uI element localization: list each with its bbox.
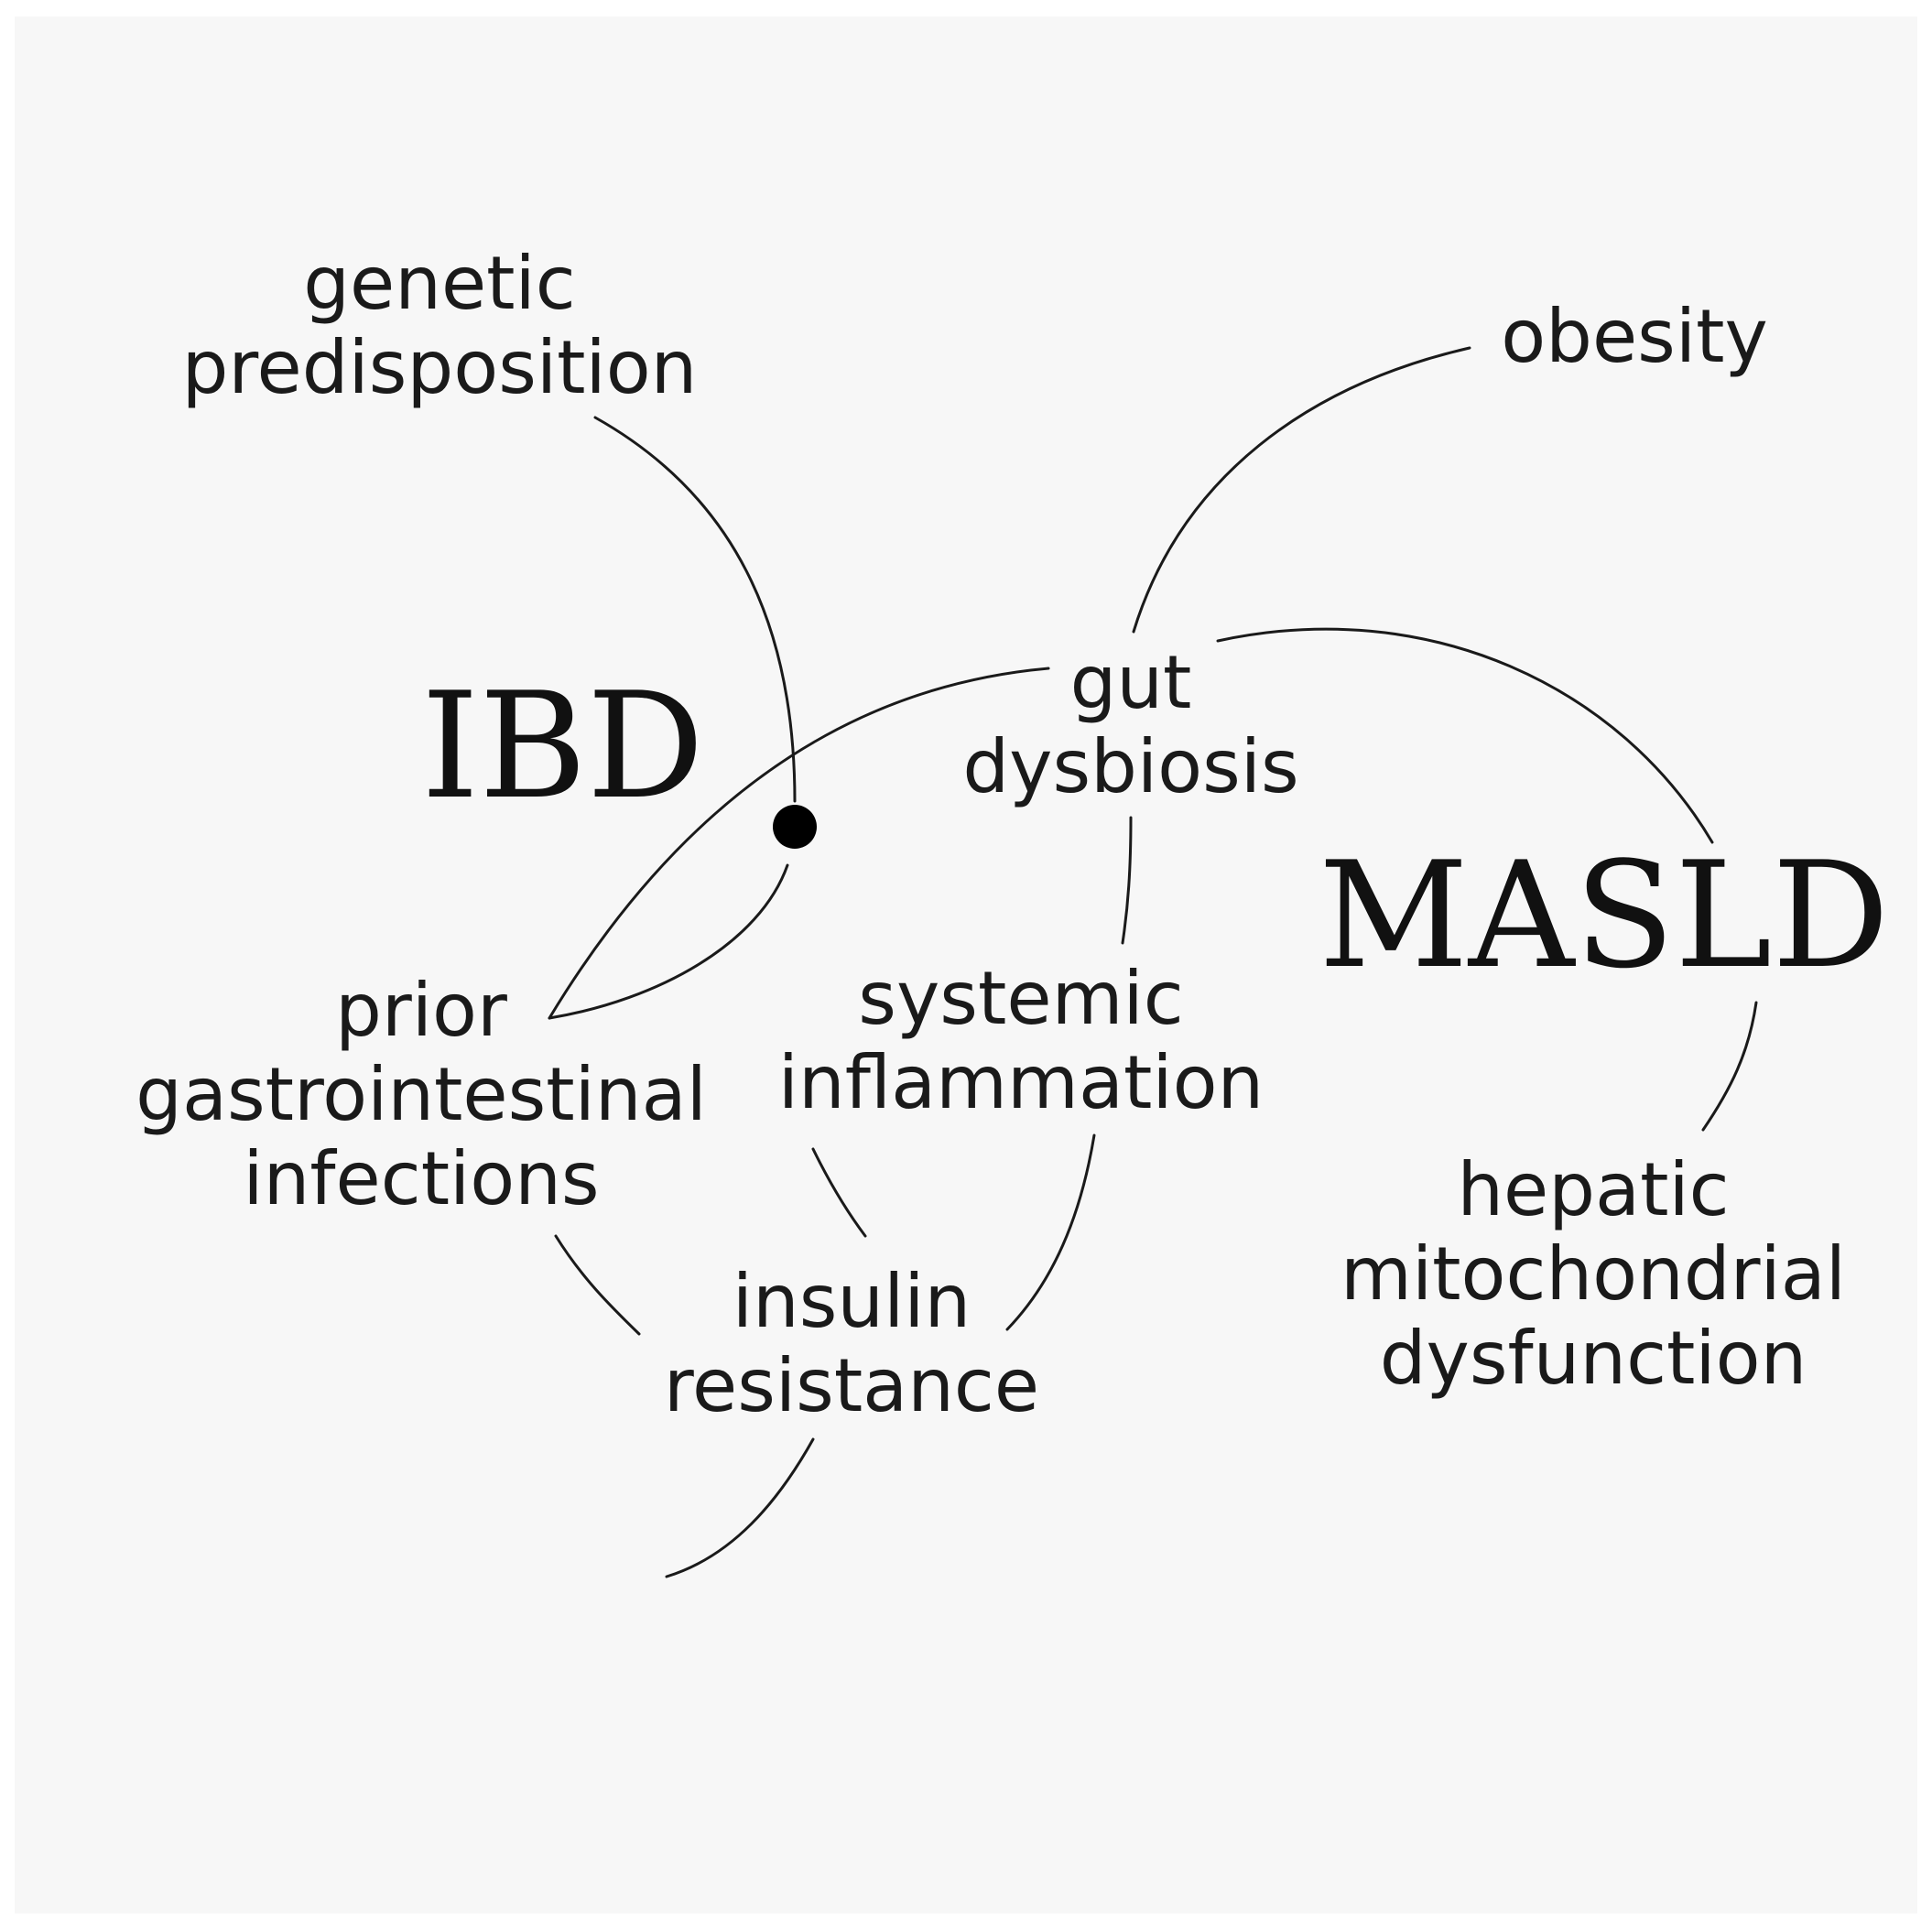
edge-ibd-to-prior-lower: [548, 863, 789, 1020]
edge-gut-to-systemic: [1121, 816, 1133, 945]
genetic-predisposition-label: genetic predisposition: [181, 241, 698, 410]
edge-prior-to-insulin: [554, 1234, 641, 1336]
diagram-canvas: [15, 16, 1917, 1914]
ibd-node-label: IBD: [421, 660, 705, 831]
obesity-label: obesity: [1501, 294, 1768, 379]
edge-masld-to-hepatic: [1701, 1001, 1758, 1132]
insulin-resistance-label: insulin resistance: [663, 1259, 1040, 1428]
prior-gi-infections-label: prior gastrointestinal infections: [136, 968, 707, 1221]
edge-systemic-to-insulin-left: [811, 1147, 867, 1238]
edge-insulin-tail: [665, 1437, 815, 1578]
hepatic-mitochondrial-dysfunction-label: hepatic mitochondrial dysfunction: [1340, 1147, 1846, 1401]
systemic-inflammation-label: systemic inflammation: [777, 956, 1264, 1125]
edge-systemic-to-insulin-right: [1005, 1133, 1096, 1331]
junction-dot: [773, 805, 817, 849]
edge-genetic-to-ibd: [593, 416, 797, 803]
gut-dysbiosis-label: gut dysbiosis: [962, 640, 1299, 809]
edge-obesity-to-gut: [1132, 346, 1471, 634]
masld-node-label: MASLD: [1319, 829, 1890, 1001]
edge-gut-to-masld: [1216, 627, 1714, 844]
edge-gut-to-prior-upper: [548, 667, 1050, 1020]
